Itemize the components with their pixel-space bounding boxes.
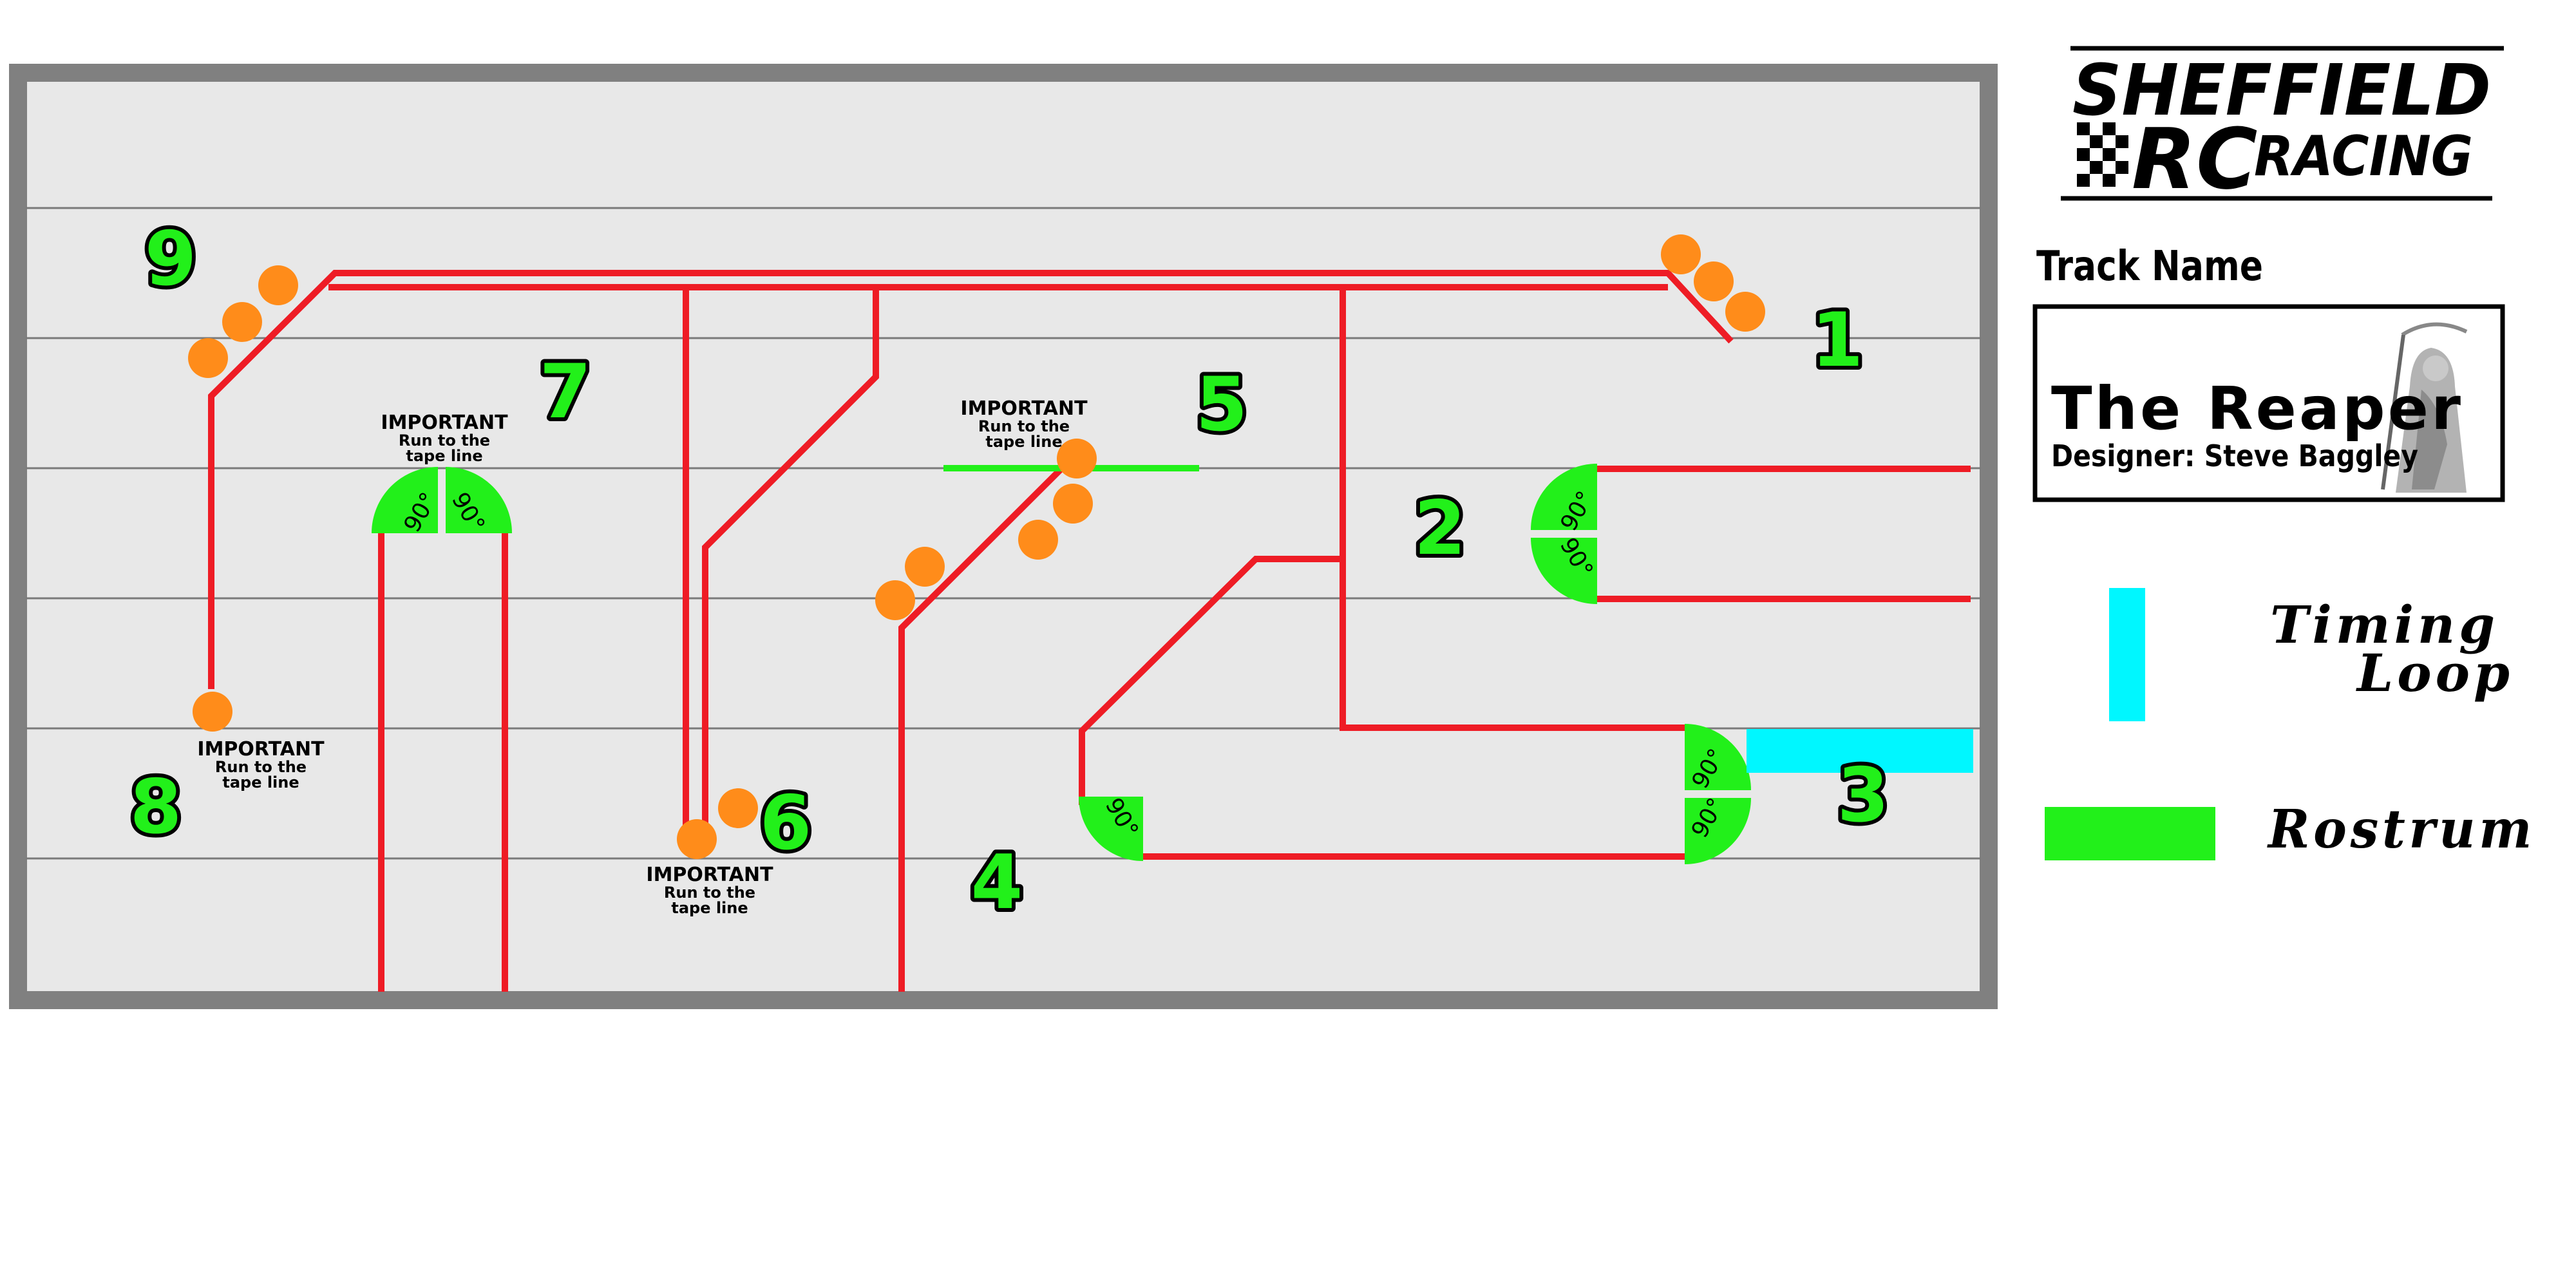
rostrums [372,464,1751,864]
marker [193,692,232,732]
legend-label-timing-line1: Timing [2270,594,2499,655]
marker [1018,520,1058,560]
note-heading: IMPORTANT [960,397,1088,420]
track-lines [208,270,1971,992]
checkered-flag-icon [2077,122,2128,187]
rostrum [1531,464,1597,530]
rostrum [1079,797,1143,861]
rostrum [446,467,512,533]
logo-racing: RACING [2254,124,2473,189]
timing-loop [1747,729,1973,773]
track-line [898,453,1077,992]
track-line [1340,287,1692,731]
corner-number-6: 6 [760,780,812,867]
corner-number-4: 4 [971,839,1023,926]
note-5: IMPORTANT Run to the tape line [960,397,1088,451]
note-text: tape line [985,433,1062,451]
rostrum [372,467,438,533]
marker [1725,292,1765,332]
logo: SHEFFIELD RC RACING [2061,46,2504,208]
note-text: tape line [671,899,748,917]
rostrum [1685,798,1751,864]
note-heading: IMPORTANT [646,864,773,886]
rostrum [1685,724,1751,790]
markers [188,234,1765,859]
marker [677,819,717,859]
note-text: Run to the [215,758,307,776]
note-text: Run to the [978,417,1070,435]
marker [258,265,298,305]
note-8: IMPORTANT Run to the tape line [197,738,325,791]
legend: Timing Loop Rostrum [2045,588,2535,860]
note-7: IMPORTANT Run to the tape line [381,412,508,465]
logo-rc: RC [2132,110,2258,208]
marker [222,302,262,342]
note-text: Run to the [664,884,755,902]
marker [1057,439,1097,478]
grim-reaper-icon [2381,322,2468,493]
corner-number-1: 1 [1812,297,1864,384]
track-name-heading: Track Name [2036,243,2263,290]
legend-label-rostrum: Rostrum [2267,799,2535,860]
marker [1661,234,1701,274]
marker [718,788,758,828]
logo-line-1: SHEFFIELD [2072,49,2491,131]
track-line [208,270,1734,689]
track-board [9,64,1998,1009]
note-6: IMPORTANT Run to the tape line [646,864,773,917]
corner-number-5: 5 [1196,361,1248,448]
marker [875,580,915,620]
track-name: The Reaper [2051,374,2463,443]
marker [188,338,228,378]
note-text: Run to the [399,431,490,450]
note-text: tape line [406,447,482,465]
corner-number-7: 7 [540,348,592,435]
legend-swatch-timing-loop [2109,588,2145,721]
corner-numbers: 1 2 3 4 5 6 7 8 9 [126,212,1893,930]
marker [1694,261,1734,301]
corner-number-8: 8 [130,764,182,851]
marker [905,547,945,587]
marker [1053,484,1093,524]
note-heading: IMPORTANT [381,412,508,434]
note-text: tape line [222,773,299,791]
rostrum [1531,538,1597,604]
note-heading: IMPORTANT [197,738,325,761]
corner-number-9: 9 [145,216,197,303]
track-designer: Designer: Steve Baggley [2051,439,2418,473]
legend-swatch-rostrum [2045,807,2215,860]
corner-number-2: 2 [1414,485,1466,572]
legend-label-timing-line2: Loop [2356,643,2514,703]
track-line [1079,556,1343,805]
corner-number-3: 3 [1837,752,1889,839]
track-line [702,287,879,844]
